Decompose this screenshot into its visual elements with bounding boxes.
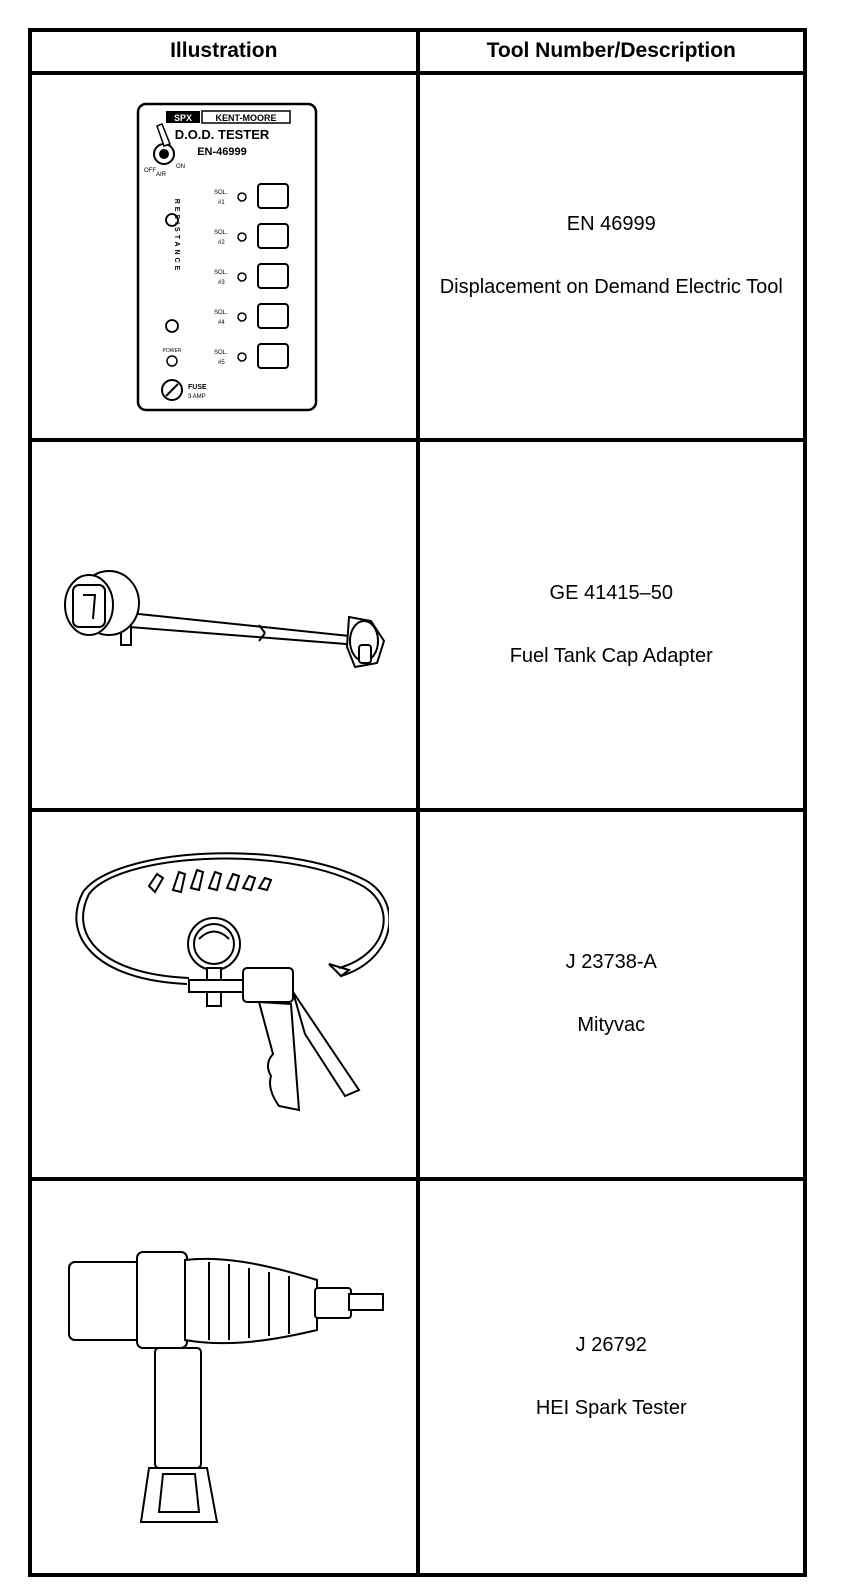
off-label: OFF (144, 168, 156, 174)
sol-label: SOL. (214, 270, 228, 276)
power-label: POWER (162, 348, 181, 354)
sol-label: SOL. (214, 190, 228, 196)
description-cell: J 23738-A Mityvac (415, 807, 807, 1182)
dod-tester-illustration: SPX KENT-MOORE D.O.D. TESTER EN-46999 OF… (136, 103, 317, 412)
sol-number: #2 (218, 240, 225, 246)
tool-table: Illustration Tool Number/Description SPX… (28, 28, 807, 1577)
tool-number: J 26792 (575, 1334, 647, 1357)
solenoid-5: SOL. #5 (214, 343, 289, 370)
sol-number: #4 (218, 320, 225, 326)
tester-title: D.O.D. TESTER (174, 127, 269, 142)
solenoid-1: SOL. #1 (214, 183, 289, 210)
tool-number: EN 46999 (566, 213, 656, 236)
on-label: ON (176, 164, 185, 170)
resistance-label: RESISTANCE (173, 199, 180, 274)
tool-number: GE 41415–50 (549, 581, 673, 604)
solenoid-3: SOL. #3 (214, 263, 289, 290)
brand-kent-moore: KENT-MOORE (215, 113, 276, 123)
table-row: J 26792 HEI Spark Tester (28, 1177, 807, 1577)
header-illustration: Illustration (28, 28, 420, 75)
sol-label: SOL. (214, 310, 228, 316)
sol-number: #1 (218, 200, 225, 206)
description-cell: J 26792 HEI Spark Tester (415, 1177, 807, 1577)
description-cell: EN 46999 Displacement on Demand Electric… (415, 70, 807, 443)
sol-number: #5 (218, 360, 225, 366)
fuse-amp-label: 3 AMP (188, 394, 206, 400)
tool-number: J 23738-A (565, 951, 657, 974)
solenoid-4: SOL. #4 (214, 303, 289, 330)
spark-tester-illustration (67, 1251, 384, 1524)
solenoid-2: SOL. #2 (214, 223, 289, 250)
sol-number: #3 (218, 280, 225, 286)
description-cell: GE 41415–50 Fuel Tank Cap Adapter (415, 438, 807, 812)
illustration-cell (28, 438, 420, 812)
tool-description: Fuel Tank Cap Adapter (509, 644, 713, 667)
fuse-label: FUSE (188, 384, 207, 391)
table-row: SPX KENT-MOORE D.O.D. TESTER EN-46999 OF… (28, 70, 807, 443)
table-row: J 23738-A Mityvac (28, 807, 807, 1182)
tester-model: EN-46999 (197, 146, 247, 158)
table-row: GE 41415–50 Fuel Tank Cap Adapter (28, 438, 807, 812)
brand-spx: SPX (174, 113, 192, 123)
mityvac-illustration (75, 852, 389, 1112)
illustration-cell (28, 807, 420, 1182)
fuel-cap-adapter-illustration (63, 569, 385, 668)
toggle-lever-icon (155, 123, 171, 148)
header-row: Illustration Tool Number/Description (28, 28, 807, 75)
tool-description: Mityvac (577, 1014, 646, 1037)
tool-description: HEI Spark Tester (535, 1397, 687, 1420)
illustration-cell (28, 1177, 420, 1577)
sol-label: SOL. (214, 350, 228, 356)
air-label: AIR (156, 172, 167, 178)
tool-description: Displacement on Demand Electric Tool (439, 276, 783, 299)
header-tool-description: Tool Number/Description (415, 28, 807, 75)
illustration-cell: SPX KENT-MOORE D.O.D. TESTER EN-46999 OF… (28, 70, 420, 443)
sol-label: SOL. (214, 230, 228, 236)
